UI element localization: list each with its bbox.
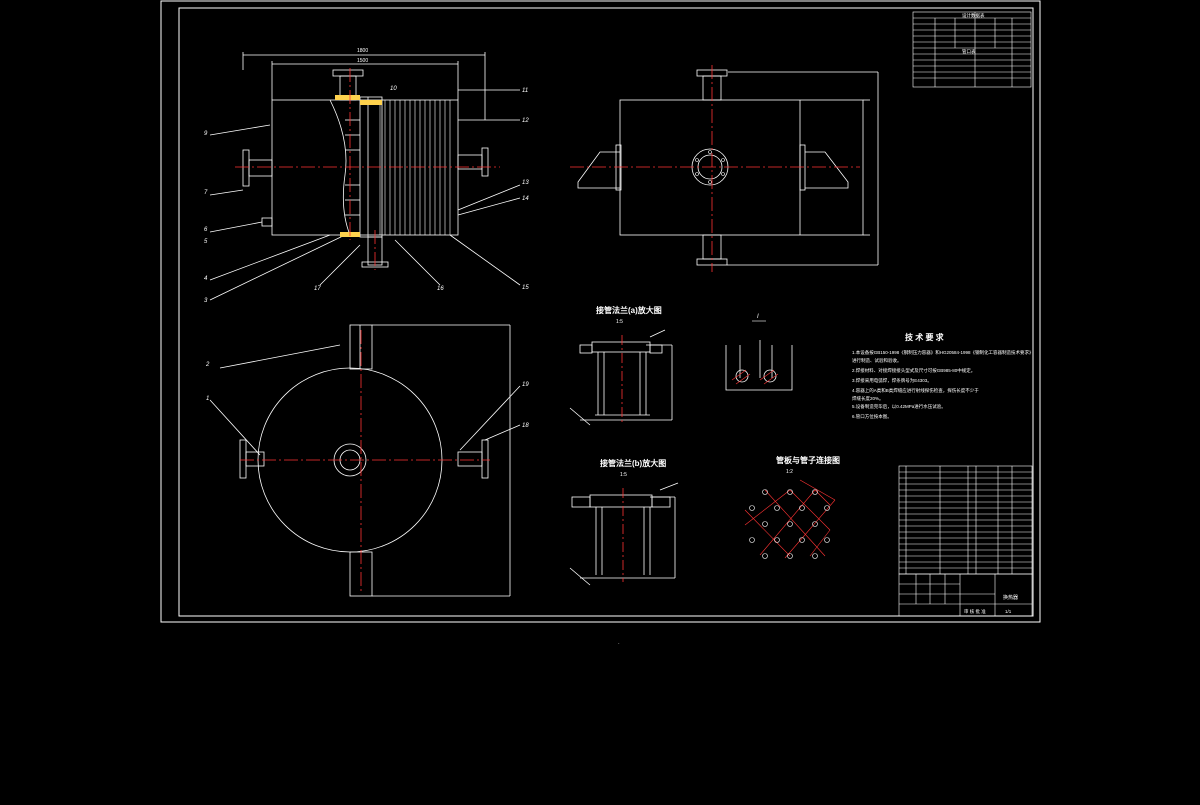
- svg-text:3.焊接采用电弧焊，焊条牌号为E4303。: 3.焊接采用电弧焊，焊条牌号为E4303。: [852, 377, 932, 384]
- svg-text:19: 19: [522, 382, 529, 388]
- parts-list: [898, 465, 1033, 575]
- svg-text:焊缝长度20%。: 焊缝长度20%。: [852, 395, 884, 402]
- plan-centerlines: [240, 330, 490, 592]
- svg-text:18: 18: [522, 423, 529, 429]
- detail-i-label: I: [752, 314, 766, 322]
- detail-i-hatch: [731, 369, 779, 385]
- svg-text:16: 16: [437, 286, 444, 292]
- front-part-labels: 9 7 6 5 4 3 17 16 15 11 12 13 14 10 1800…: [204, 48, 529, 304]
- technical-requirements: 技 术 要 求 1.本设备按GB150-1998《钢制压力容器》和HG20584…: [852, 332, 1034, 420]
- svg-text:6: 6: [204, 227, 208, 233]
- plan-part-labels: 2 1 19 18: [205, 362, 529, 429]
- svg-text:1:5: 1:5: [620, 472, 627, 478]
- sheet-outer-border: [160, 0, 1041, 623]
- svg-text:9: 9: [204, 131, 208, 137]
- plan-view[interactable]: [209, 324, 521, 597]
- svg-text:4.容器上的A类和B类焊缝应进行射线探伤检查，探伤长度不少于: 4.容器上的A类和B类焊缝应进行射线探伤检查，探伤长度不少于: [852, 387, 979, 394]
- front-view[interactable]: [209, 52, 521, 301]
- svg-text:6.管口方位按本图。: 6.管口方位按本图。: [852, 413, 892, 420]
- tube-pattern-holes: [749, 489, 830, 559]
- side-view[interactable]: [577, 69, 879, 266]
- svg-text:13: 13: [522, 180, 529, 186]
- svg-text:1800: 1800: [357, 48, 368, 54]
- tube-pattern-labels: 管板与管子连接图 1:2: [776, 455, 840, 475]
- svg-text:1:2: 1:2: [786, 469, 793, 475]
- side-centerlines: [570, 65, 860, 272]
- svg-text:I: I: [757, 314, 759, 320]
- detail-a-labels: 接管法兰(a)放大图 1:5: [596, 305, 662, 325]
- front-hatch: [335, 95, 382, 237]
- svg-text:5: 5: [204, 239, 208, 245]
- svg-text:15: 15: [522, 285, 529, 291]
- svg-text:1:5: 1:5: [616, 319, 623, 325]
- side-view-bolts: [695, 150, 725, 184]
- svg-text:进行制造、试验和验收。: 进行制造、试验和验收。: [852, 357, 902, 364]
- svg-text:1.本设备按GB150-1998《钢制压力容器》和HG205: 1.本设备按GB150-1998《钢制压力容器》和HG20584-1998《钢制…: [852, 349, 1034, 356]
- svg-text:3: 3: [204, 298, 208, 304]
- sheet-inner-border: [178, 7, 1034, 617]
- title-block: [898, 573, 1033, 617]
- svg-text:1500: 1500: [357, 58, 368, 64]
- svg-text:5.设备制造完毕后，以0.42MPa进行水压试验。: 5.设备制造完毕后，以0.42MPa进行水压试验。: [852, 403, 946, 410]
- detail-b[interactable]: [569, 482, 679, 586]
- svg-text:11: 11: [522, 88, 528, 94]
- svg-text:4: 4: [204, 276, 208, 282]
- svg-text:12: 12: [522, 118, 529, 124]
- front-centerlines: [235, 68, 500, 270]
- tube-bundle: [379, 100, 451, 235]
- svg-text:2.焊接材料、对接焊接接头型式及尺寸可按GB985-80中规: 2.焊接材料、对接焊接接头型式及尺寸可按GB985-80中规定。: [852, 367, 975, 374]
- svg-text:管板与管子连接图: 管板与管子连接图: [776, 455, 840, 465]
- svg-text:换热器: 换热器: [1003, 594, 1018, 601]
- svg-text:17: 17: [314, 286, 321, 292]
- tube-pattern[interactable]: [744, 479, 836, 559]
- svg-text:管口表: 管口表: [962, 48, 976, 55]
- bottom-marker: ·: [618, 641, 620, 647]
- svg-text:技 术 要 求: 技 术 要 求: [905, 332, 945, 342]
- design-data-table-header: 设计数据表 管口表: [962, 12, 985, 55]
- svg-text:2: 2: [205, 362, 210, 368]
- svg-text:7: 7: [204, 190, 208, 196]
- svg-text:接管法兰(b)放大图: 接管法兰(b)放大图: [600, 458, 666, 468]
- svg-text:1: 1: [206, 396, 209, 402]
- svg-text:接管法兰(a)放大图: 接管法兰(a)放大图: [596, 305, 662, 315]
- svg-text:14: 14: [522, 196, 529, 202]
- detail-a[interactable]: [569, 329, 673, 426]
- svg-text:审 核 批 准: 审 核 批 准: [964, 608, 986, 615]
- title-block-labels: 换热器 审 核 批 准 1/1: [964, 594, 1018, 615]
- svg-text:1/1: 1/1: [1005, 609, 1012, 614]
- design-data-table: [912, 11, 1032, 88]
- detail-b-labels: 接管法兰(b)放大图 1:5: [600, 458, 666, 478]
- svg-text:10: 10: [390, 86, 397, 92]
- svg-text:设计数据表: 设计数据表: [962, 12, 985, 19]
- detail-i[interactable]: [725, 340, 793, 391]
